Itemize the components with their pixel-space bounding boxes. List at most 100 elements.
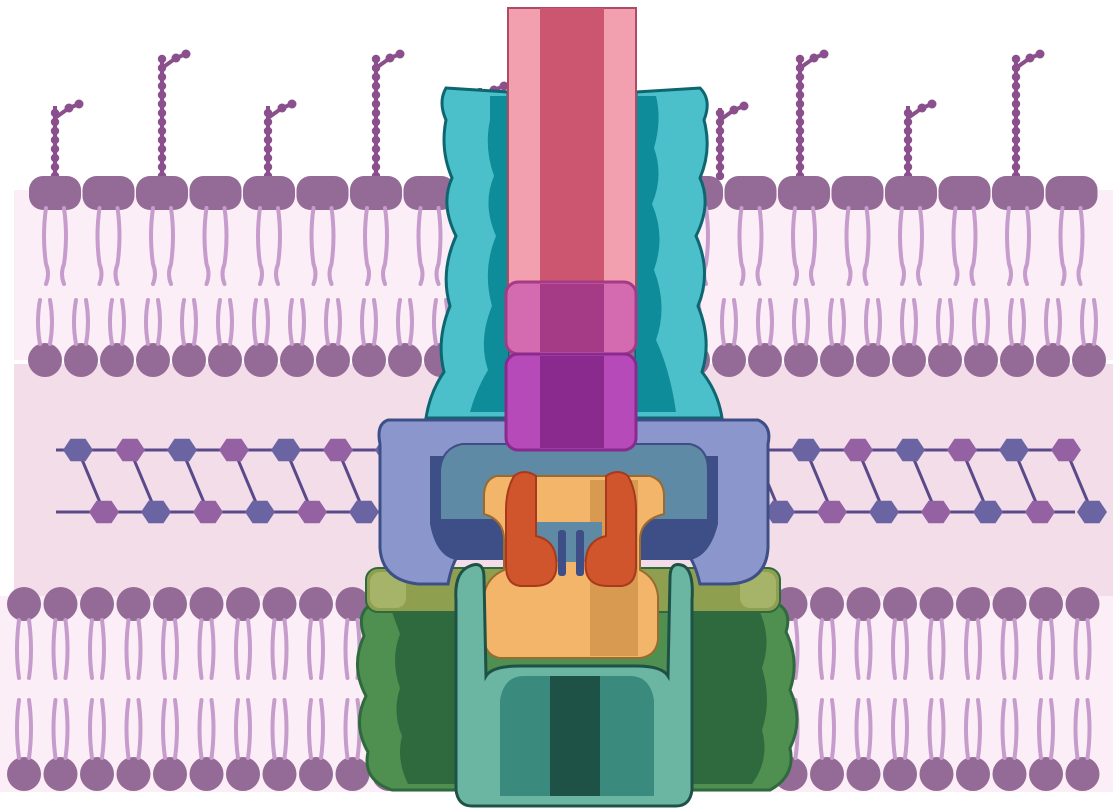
lipid-tail xyxy=(273,700,275,758)
lps-lipid-head xyxy=(885,176,937,210)
lipid-tail xyxy=(1022,300,1024,344)
lps-sugar xyxy=(1012,73,1020,81)
lps-lipid-head xyxy=(243,176,295,210)
lps-sugar xyxy=(796,145,804,153)
lps-lipid-head xyxy=(832,176,884,210)
lps-sugar xyxy=(158,55,166,63)
lipid-head xyxy=(883,587,917,621)
lipid-head xyxy=(153,587,187,621)
lps-sugar xyxy=(716,163,724,171)
lipid-tail xyxy=(290,300,292,344)
lps-sugar xyxy=(372,73,380,81)
lps-sugar xyxy=(730,106,739,115)
lipid-tail xyxy=(893,620,895,678)
lps-sugar xyxy=(51,163,59,171)
lps-sugar xyxy=(1012,109,1020,117)
lipid-tail xyxy=(17,700,19,758)
inner-ring-shade-left xyxy=(392,612,460,784)
lps-lipid-head xyxy=(939,176,991,210)
lps-sugar xyxy=(904,145,912,153)
lps-sugar xyxy=(796,82,804,90)
lipid-tail xyxy=(218,300,220,344)
lps-sugar xyxy=(372,91,380,99)
lipid-head xyxy=(1000,343,1034,377)
lipid-tail xyxy=(163,620,165,678)
lps-sugar xyxy=(372,136,380,144)
lipid-tail xyxy=(794,300,796,344)
lps-sugar xyxy=(904,163,912,171)
lps-lipid-head xyxy=(136,176,188,210)
lipid-head xyxy=(280,343,314,377)
lps-sugar xyxy=(1012,100,1020,108)
lipid-tail xyxy=(102,620,104,678)
lps-sugar xyxy=(158,82,166,90)
lipid-tail xyxy=(869,700,871,758)
lipid-tail xyxy=(54,620,56,678)
lipid-tail xyxy=(820,700,822,758)
lps-sugar xyxy=(158,118,166,126)
linker-lower-stripe xyxy=(540,356,604,448)
lps-sugar xyxy=(1012,118,1020,126)
lipid-tail xyxy=(820,620,822,678)
lps-sugar xyxy=(1012,82,1020,90)
lps-sugar xyxy=(716,136,724,144)
lps-sugar xyxy=(1012,136,1020,144)
lps-sugar xyxy=(796,91,804,99)
lps-sugar xyxy=(796,136,804,144)
lps-sugar xyxy=(810,54,819,63)
lipid-head xyxy=(190,757,224,791)
lipid-tail xyxy=(1088,700,1090,758)
lipid-tail xyxy=(146,300,148,344)
lipid-tail xyxy=(175,700,177,758)
lps-sugar xyxy=(796,109,804,117)
lps-sugar xyxy=(372,55,380,63)
lps-sugar xyxy=(904,127,912,135)
lps-sugar xyxy=(740,102,749,111)
lipid-tail xyxy=(266,300,268,344)
lps-sugar xyxy=(158,163,166,171)
lipid-head xyxy=(388,343,422,377)
lps-sugar xyxy=(158,100,166,108)
lps-sugar xyxy=(264,136,272,144)
motor-connector-right xyxy=(576,530,584,576)
lps-sugar xyxy=(1012,91,1020,99)
lps-sugar xyxy=(372,145,380,153)
lipid-tail xyxy=(127,620,129,678)
lps-sugar xyxy=(396,50,405,59)
lps-sugar xyxy=(288,100,297,109)
lps-lipid-head xyxy=(350,176,402,210)
lipid-tail xyxy=(139,700,141,758)
lps-lipid-head xyxy=(83,176,135,210)
lipid-head xyxy=(136,343,170,377)
lipid-tail xyxy=(1076,700,1078,758)
lps-sugar xyxy=(158,145,166,153)
lipid-tail xyxy=(248,700,250,758)
lipid-head xyxy=(190,587,224,621)
lipid-head xyxy=(80,587,114,621)
lipid-tail xyxy=(942,700,944,758)
lipid-head xyxy=(928,343,962,377)
lipid-head xyxy=(226,587,260,621)
lipid-head xyxy=(920,757,954,791)
lipid-tail xyxy=(182,300,184,344)
lipid-tail xyxy=(321,620,323,678)
lipid-tail xyxy=(986,300,988,344)
lps-sugar xyxy=(928,100,937,109)
lipid-tail xyxy=(200,620,202,678)
lipid-head xyxy=(993,587,1027,621)
lps-sugar xyxy=(904,118,912,126)
lipid-tail xyxy=(90,620,92,678)
lipid-tail xyxy=(254,300,256,344)
lps-lipid-head xyxy=(1046,176,1098,210)
lipid-head xyxy=(1066,587,1100,621)
lipid-head xyxy=(316,343,350,377)
lps-lipid-head xyxy=(297,176,349,210)
lipid-tail xyxy=(857,620,859,678)
lipid-tail xyxy=(869,620,871,678)
lps-sugar xyxy=(264,163,272,171)
lps-sugar xyxy=(51,145,59,153)
lps-sugar xyxy=(796,127,804,135)
lipid-tail xyxy=(1046,300,1048,344)
lps-sugar xyxy=(796,100,804,108)
